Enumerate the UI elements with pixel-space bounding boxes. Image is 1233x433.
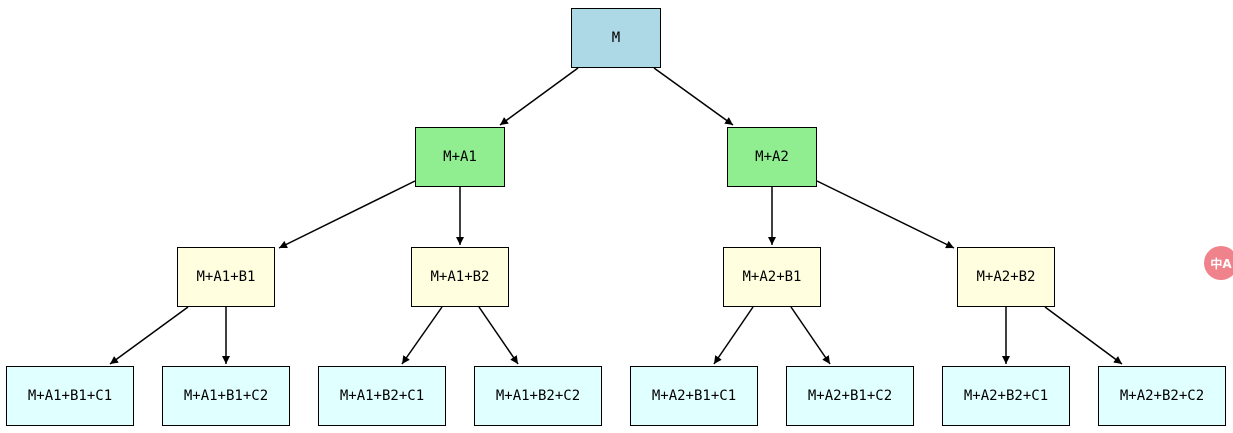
node-m-a1-b2-c2: M+A1+B2+C2 — [474, 366, 602, 426]
edge-m-a1-b1-to-c1 — [109, 306, 189, 365]
edge-m-a1-b2-to-c2 — [478, 306, 519, 365]
node-m-a1-b1-c1: M+A1+B1+C1 — [6, 366, 134, 426]
edge-m-a2-b1-to-c2 — [790, 306, 831, 365]
edge-m-to-m-a1 — [499, 67, 579, 126]
node-m-a2-b1-c1: M+A2+B1+C1 — [630, 366, 758, 426]
node-m-a1-b1-c2: M+A1+B1+C2 — [162, 366, 290, 426]
node-m-a2-b2-c2: M+A2+B2+C2 — [1098, 366, 1226, 426]
node-m-a2: M+A2 — [727, 127, 817, 187]
translate-icon[interactable]: 中A — [1204, 246, 1233, 280]
node-m-a2-b2: M+A2+B2 — [957, 247, 1055, 307]
node-m-a2-b2-c1: M+A2+B2+C1 — [942, 366, 1070, 426]
edge-m-to-m-a2 — [653, 67, 734, 126]
node-m-a1-b2: M+A1+B2 — [411, 247, 509, 307]
node-m-a2-b1-c2: M+A2+B1+C2 — [786, 366, 914, 426]
edge-m-a2-to-m-a2-b2 — [816, 180, 955, 249]
node-m-a2-b1: M+A2+B1 — [723, 247, 821, 307]
node-m: M — [571, 8, 661, 68]
node-m-a1-b1: M+A1+B1 — [177, 247, 275, 307]
edge-m-a1-to-m-a1-b1 — [278, 180, 416, 249]
edge-m-a2-b2-to-c2 — [1044, 306, 1123, 365]
node-m-a1: M+A1 — [415, 127, 505, 187]
node-m-a1-b2-c1: M+A1+B2+C1 — [318, 366, 446, 426]
edge-m-a1-b2-to-c1 — [401, 306, 443, 365]
edge-m-a2-b1-to-c1 — [713, 306, 754, 365]
